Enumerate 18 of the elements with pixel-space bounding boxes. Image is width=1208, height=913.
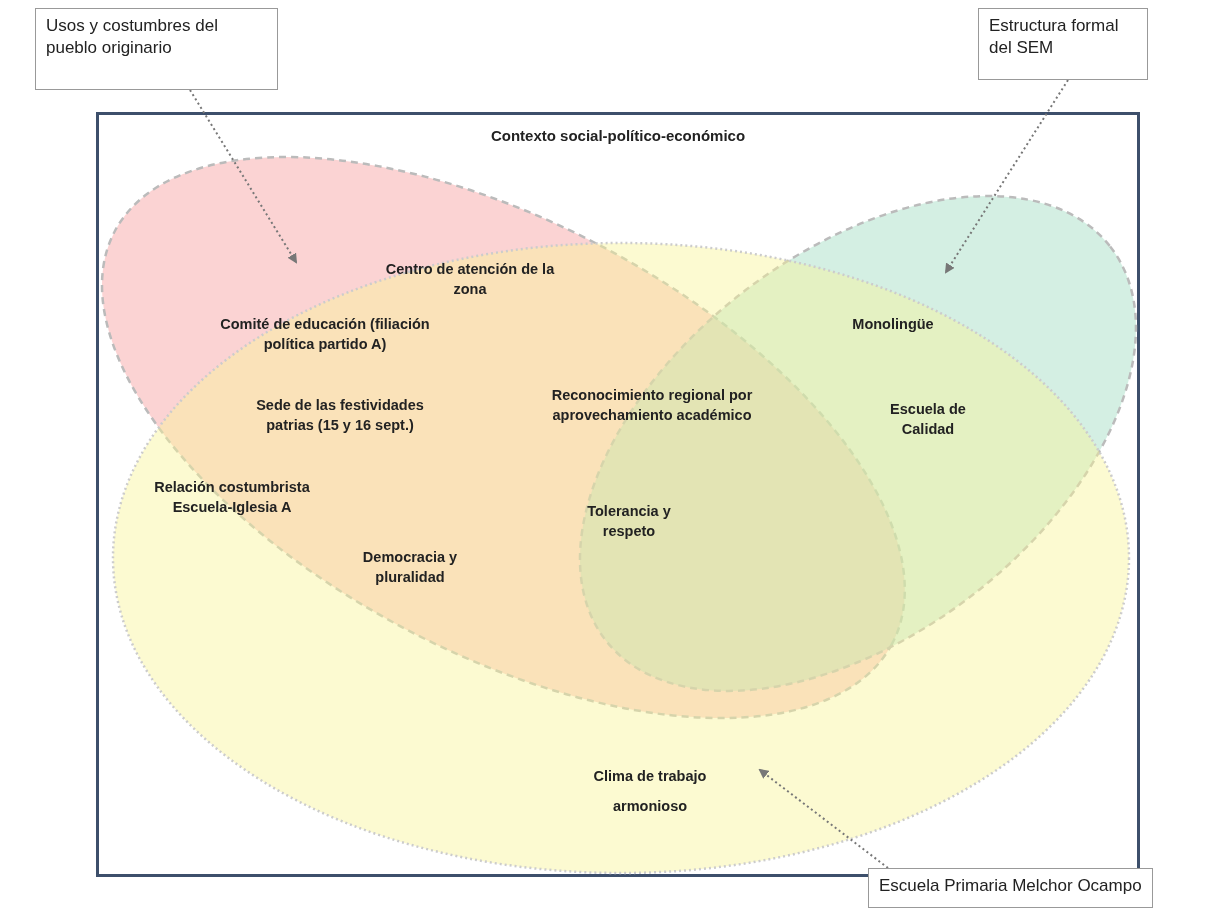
region-text: Sede de las festividades patrias (15 y 16 sept.) <box>255 396 425 435</box>
leader-arrow <box>944 79 1069 274</box>
callout-box: Usos y costumbres del pueblo originario <box>35 8 278 90</box>
region-text: Relación costumbrista Escuela-Iglesia A <box>153 478 311 517</box>
region-text: Clima de trabajo armonioso <box>592 767 708 817</box>
region-text: Centro de atención de la zona <box>384 260 556 299</box>
frame-heading: Contexto social-político-económico <box>490 127 746 144</box>
callout-box: Escuela Primaria Melchor Ocampo <box>868 868 1153 908</box>
region-text: Monolingüe <box>851 315 935 334</box>
region-text: Comité de educación (filiación política partido A) <box>219 315 431 354</box>
leader-arrow <box>758 768 889 869</box>
region-text: Escuela de Calidad <box>889 400 967 439</box>
region-text: Reconocimiento regional por aprovechamiento académico <box>550 386 754 425</box>
callout-box: Estructura formal del SEM <box>978 8 1148 80</box>
region-text: Democracia y pluralidad <box>361 548 459 587</box>
region-text: Tolerancia y respeto <box>586 502 672 541</box>
leader-arrow <box>189 89 298 264</box>
context-frame <box>96 112 1140 877</box>
